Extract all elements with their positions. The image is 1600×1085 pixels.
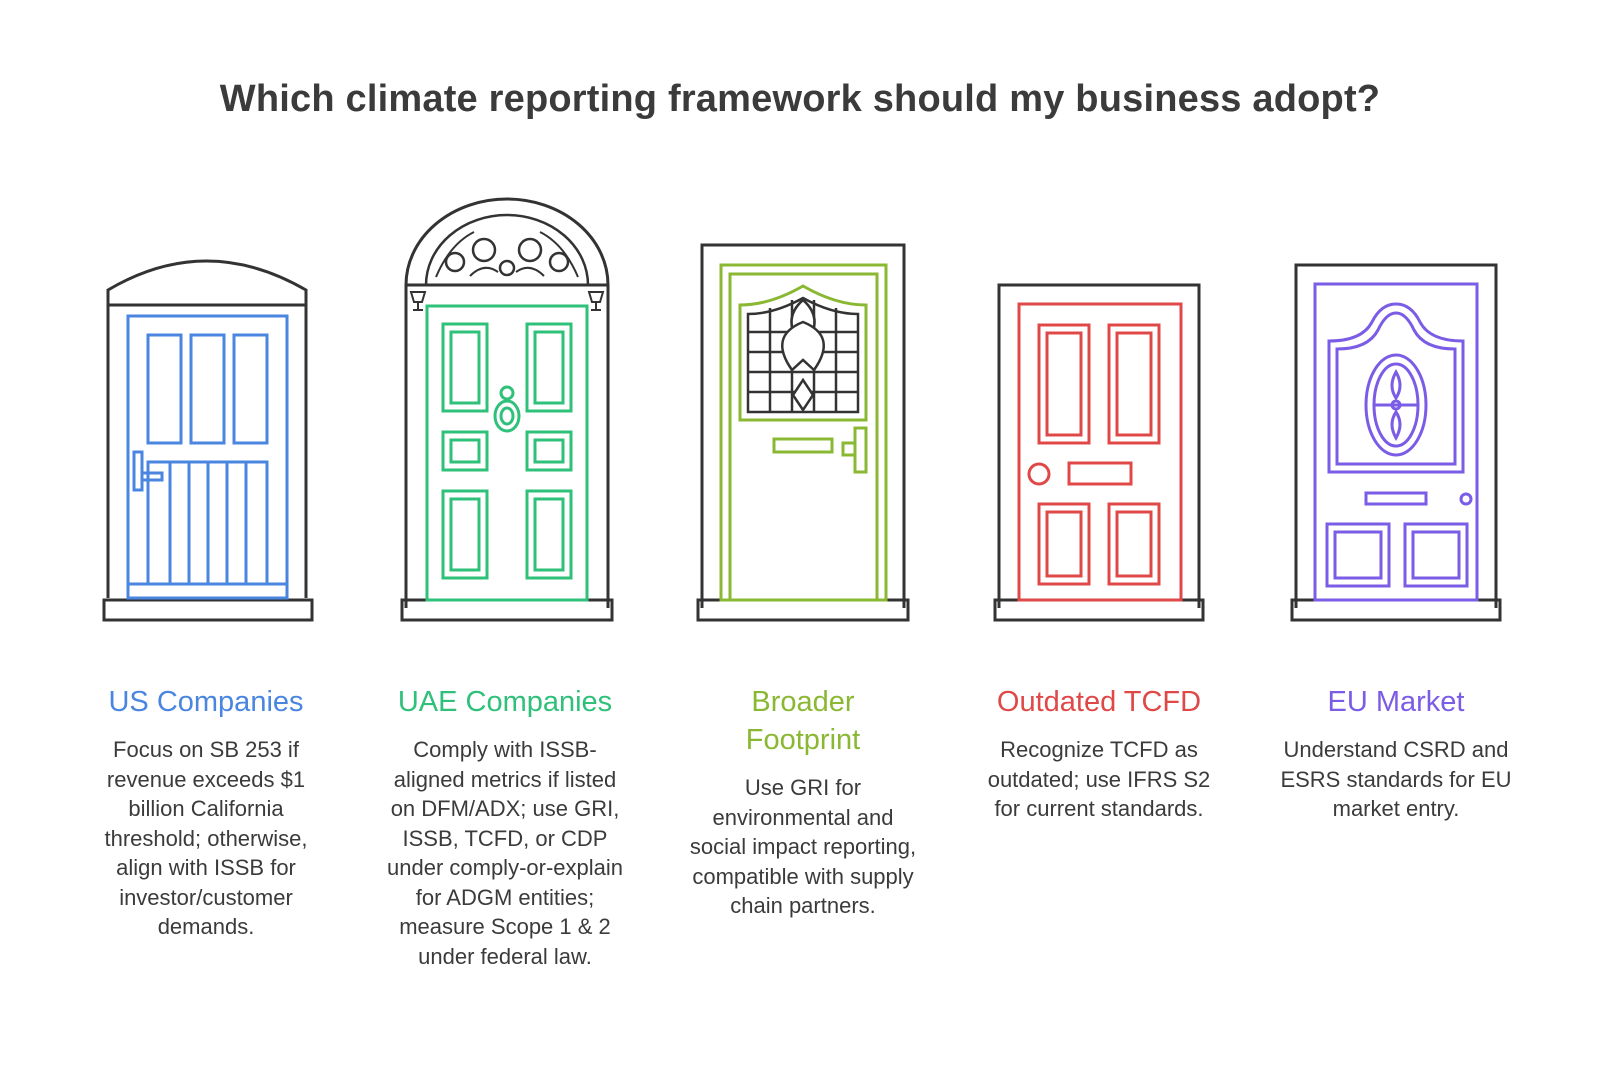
option-title: US Companies [108, 686, 304, 718]
rustic-door-icon [102, 259, 314, 622]
option-title: Broader Footprint [745, 686, 861, 756]
option-description: Understand CSRD and ESRS standards for E… [1280, 737, 1512, 821]
option-title: EU Market [1327, 686, 1465, 718]
option-description: Comply with ISSB-aligned metrics if list… [387, 737, 623, 969]
option-uae-companies: UAE Companies Comply with ISSB-aligned m… [385, 683, 625, 971]
arched-ornate-door-icon [400, 197, 614, 622]
option-title: UAE Companies [397, 686, 613, 718]
option-broader-footprint: Broader Footprint Use GRI for environmen… [683, 683, 923, 921]
option-description: Use GRI for environmental and social imp… [689, 775, 917, 918]
doors-illustration [102, 197, 1502, 622]
option-description: Focus on SB 253 if revenue exceeds $1 bi… [104, 737, 308, 939]
option-description: Recognize TCFD as outdated; use IFRS S2 … [987, 737, 1211, 821]
option-eu-market: EU Market Understand CSRD and ESRS stand… [1276, 683, 1516, 824]
option-title: Outdated TCFD [996, 686, 1202, 718]
page-title: Which climate reporting framework should… [219, 78, 1381, 120]
stained-glass-door-icon [696, 243, 910, 622]
panel-door-icon [993, 283, 1205, 622]
oval-window-door-icon [1290, 263, 1502, 622]
option-outdated-tcfd: Outdated TCFD Recognize TCFD as outdated… [979, 683, 1219, 824]
option-us-companies: US Companies Focus on SB 253 if revenue … [86, 683, 326, 942]
